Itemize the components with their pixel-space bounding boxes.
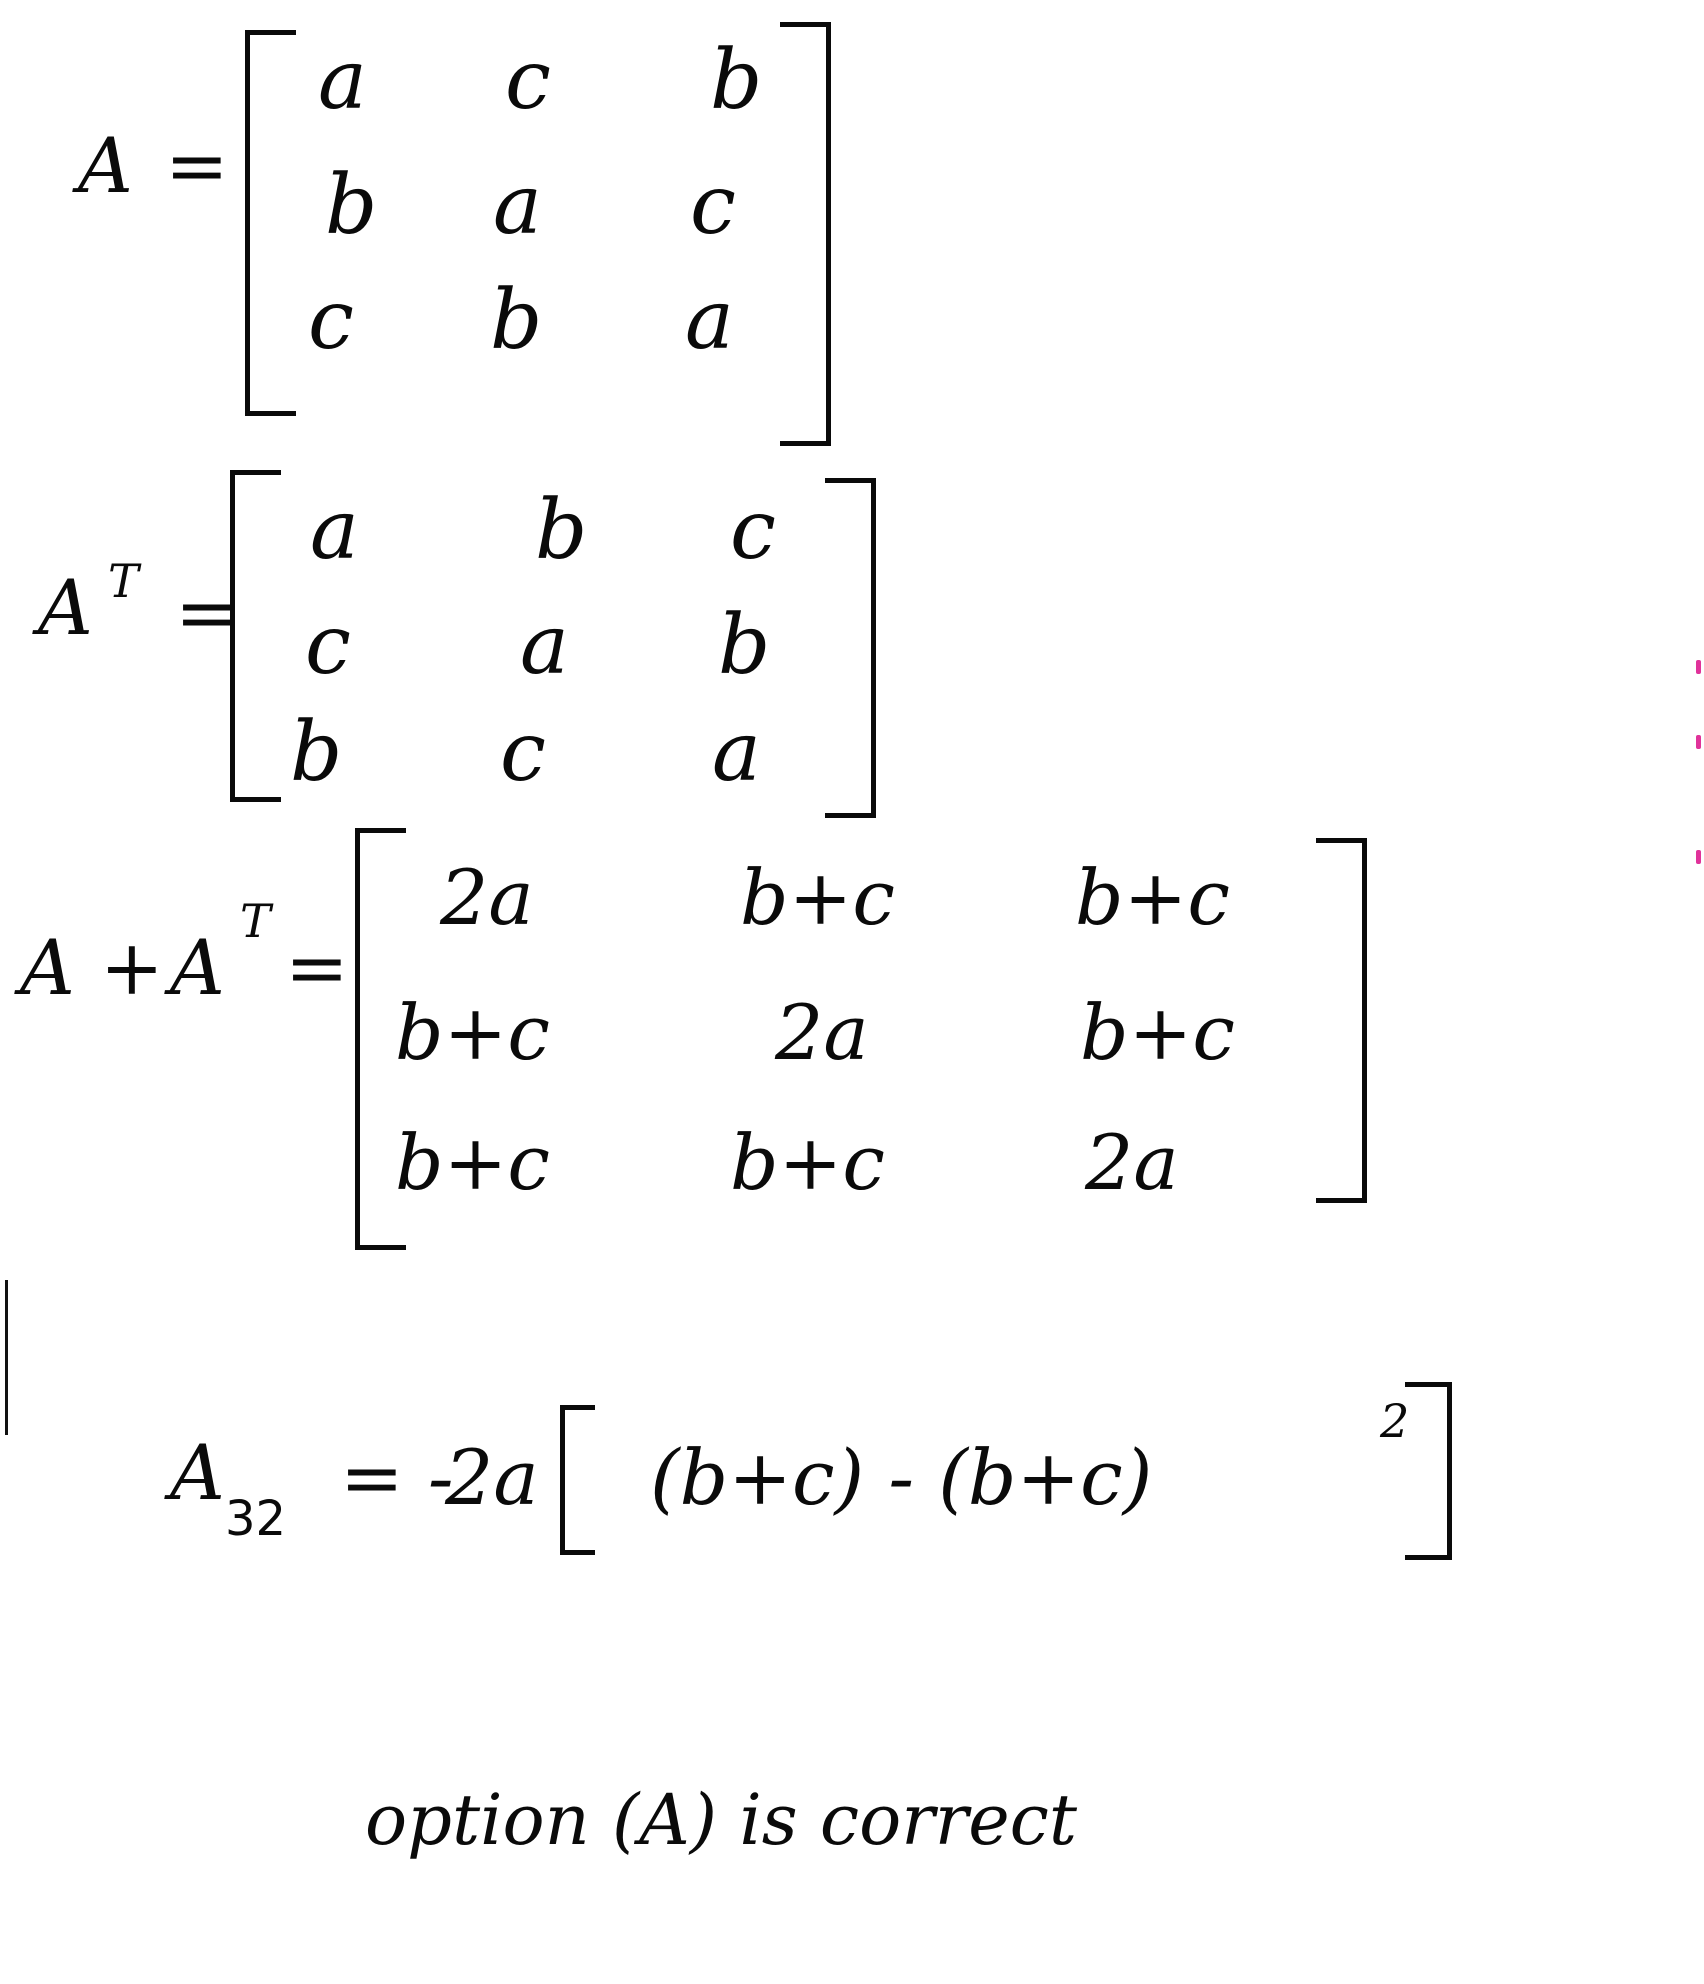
cofactor-coefficient: 2a — [445, 1433, 539, 1522]
cofactor-equals: = - — [340, 1433, 454, 1522]
matrix-a-left-bracket — [245, 30, 296, 416]
matrix-sum-left-bracket — [355, 828, 406, 1250]
matrix-at-cell: b — [290, 705, 343, 800]
matrix-at-equals: = — [175, 568, 239, 657]
cofactor-expression: (b+c) - (b+c) — [650, 1433, 1153, 1522]
edge-mark — [1696, 735, 1701, 749]
matrix-sum-cell: 2a — [775, 988, 869, 1077]
matrix-sum-superscript: T — [240, 894, 271, 948]
matrix-sum-plus: + — [100, 923, 164, 1012]
conclusion-text: option (A) is correct — [365, 1779, 1077, 1861]
matrix-a-cell: a — [493, 158, 542, 253]
matrix-sum-cell: b+c — [395, 1118, 550, 1207]
margin-line — [5, 1280, 8, 1435]
matrix-a-equals: = — [165, 121, 229, 210]
matrix-a-cell: c — [690, 158, 736, 253]
matrix-at-left-bracket — [230, 470, 281, 802]
matrix-at-cell: a — [310, 483, 359, 578]
cofactor-left-bracket — [560, 1405, 595, 1555]
edge-mark — [1696, 660, 1701, 674]
matrix-at-cell: c — [305, 598, 351, 693]
cofactor-exponent: 2 — [1380, 1394, 1410, 1448]
matrix-sum-right-bracket — [1316, 838, 1367, 1203]
matrix-sum-cell: b+c — [730, 1118, 885, 1207]
matrix-a-cell: b — [490, 273, 543, 368]
matrix-at-cell: b — [535, 483, 588, 578]
matrix-at-cell: a — [712, 705, 761, 800]
cofactor-right-bracket — [1405, 1382, 1452, 1560]
edge-mark — [1696, 850, 1701, 864]
matrix-sum-equals: = — [285, 923, 349, 1012]
matrix-sum-label-at: A — [170, 923, 225, 1012]
matrix-a-cell: b — [710, 33, 763, 128]
matrix-at-cell: a — [520, 598, 569, 693]
matrix-sum-cell: 2a — [440, 853, 534, 942]
matrix-a-right-bracket — [780, 22, 831, 446]
cofactor-label: A — [170, 1428, 225, 1517]
matrix-sum-cell: b+c — [1080, 988, 1235, 1077]
cofactor-subscript: 32 — [225, 1491, 287, 1547]
matrix-a-cell: b — [325, 158, 378, 253]
matrix-sum-cell: 2a — [1085, 1118, 1179, 1207]
matrix-at-cell: c — [500, 705, 546, 800]
matrix-sum-cell: b+c — [395, 988, 550, 1077]
matrix-sum-cell: b+c — [1075, 853, 1230, 942]
matrix-a-cell: a — [685, 273, 734, 368]
matrix-sum-label-a: A — [20, 923, 75, 1012]
matrix-a-cell: a — [318, 33, 367, 128]
matrix-a-cell: c — [308, 273, 354, 368]
matrix-at-cell: b — [718, 598, 771, 693]
matrix-at-right-bracket — [825, 478, 876, 818]
matrix-sum-cell: b+c — [740, 853, 895, 942]
matrix-at-superscript: T — [108, 554, 139, 608]
matrix-a-cell: c — [505, 33, 551, 128]
matrix-at-label: A — [38, 563, 93, 652]
matrix-a-label: A — [78, 121, 133, 210]
matrix-at-cell: c — [730, 483, 776, 578]
